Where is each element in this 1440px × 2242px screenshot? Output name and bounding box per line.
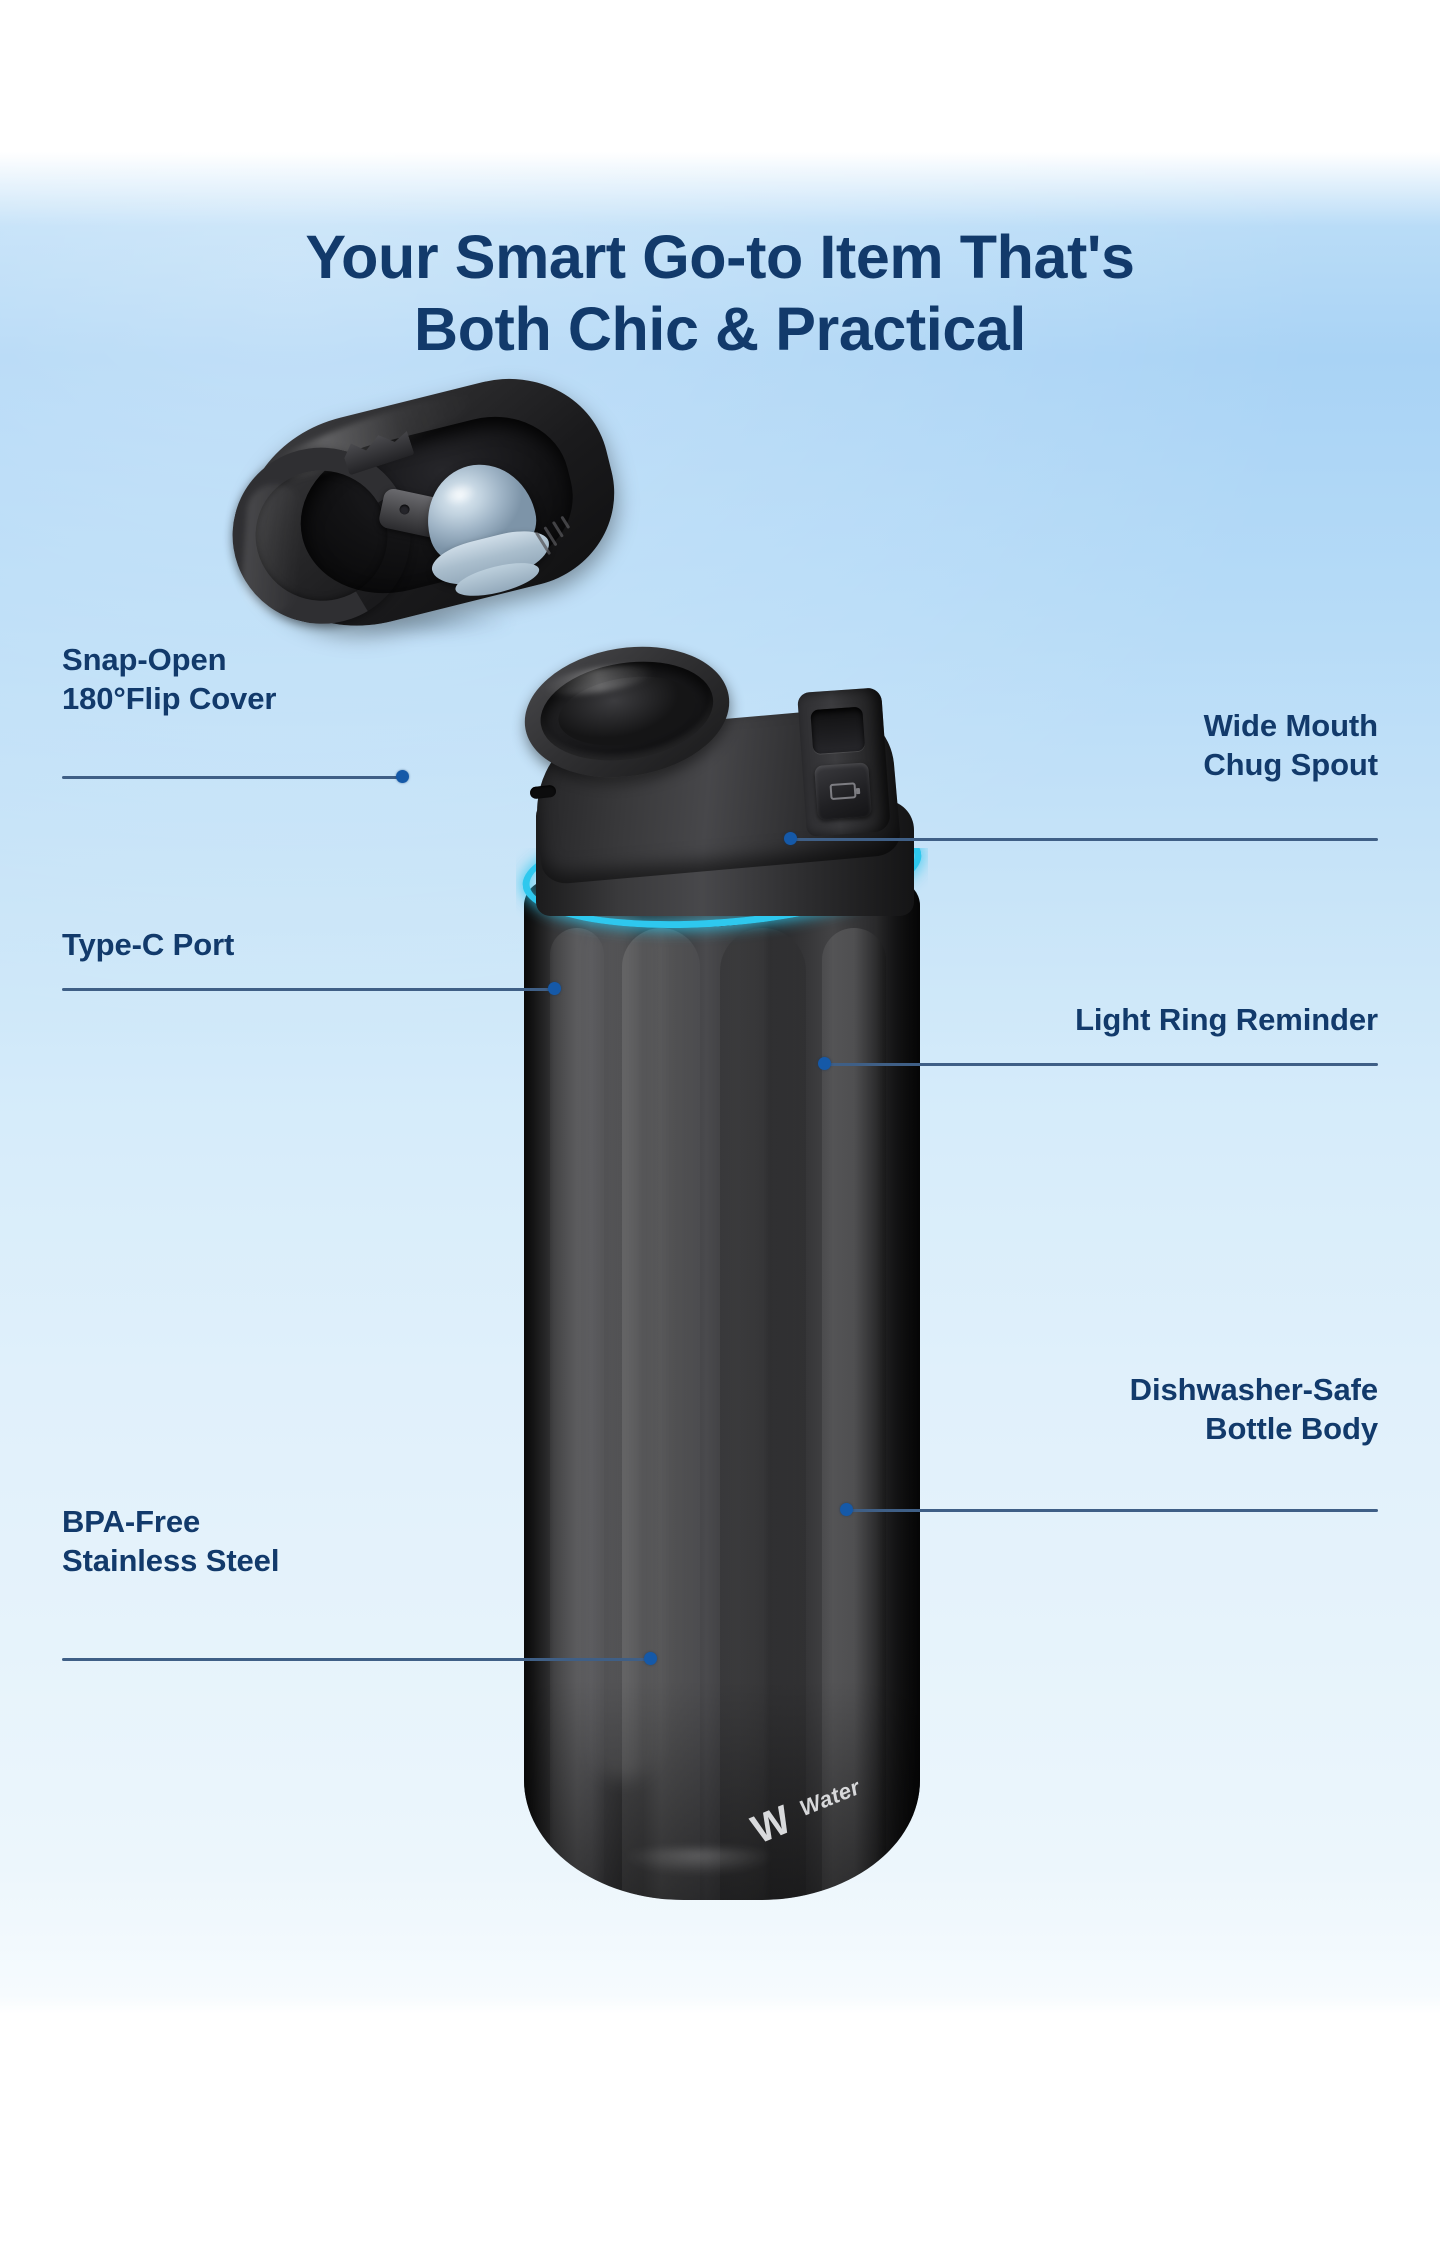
callout-line: Light Ring Reminder [1075,1002,1378,1037]
leader-line-snap-open-flip-cover [62,776,402,779]
leader-dot-type-c-port [548,982,561,995]
callout-line: Bottle Body [1205,1411,1378,1447]
callout-wide-mouth-chug-spout: Wide Mouth Chug Spout [1203,706,1378,785]
callout-line: Chug Spout [1203,747,1378,783]
leader-dot-wide-mouth-chug-spout [784,832,797,845]
leader-line-wide-mouth-chug-spout [790,838,1378,841]
headline-line-2: Both Chic & Practical [414,294,1026,363]
callout-line: 180°Flip Cover [62,681,277,717]
callout-line: Type-C Port [62,927,235,962]
leader-dot-dishwasher-safe-bottle-body [840,1503,853,1516]
callout-type-c-port: Type-C Port [62,925,234,964]
callout-light-ring-reminder: Light Ring Reminder [1075,1000,1378,1039]
leader-line-light-ring-reminder [824,1063,1378,1066]
background-gradient-panel [0,152,1440,2014]
leader-line-type-c-port [62,988,554,991]
leader-line-dishwasher-safe-bottle-body [846,1509,1378,1512]
leader-dot-snap-open-flip-cover [396,770,409,783]
leader-dot-light-ring-reminder [818,1057,831,1070]
callout-bpa-free-stainless-steel: BPA-Free Stainless Steel [62,1502,279,1581]
leader-dot-bpa-free-stainless-steel [644,1652,657,1665]
page-title: Your Smart Go-to Item That's Both Chic &… [0,222,1440,366]
callout-dishwasher-safe-bottle-body: Dishwasher-Safe Bottle Body [1130,1370,1378,1449]
callout-line: Snap-Open [62,642,227,677]
callout-line: Stainless Steel [62,1543,280,1579]
callout-line: Dishwasher-Safe [1129,1372,1378,1407]
callout-line: Wide Mouth [1203,708,1378,743]
headline-line-1: Your Smart Go-to Item That's [305,223,1135,291]
callout-line: BPA-Free [62,1504,201,1539]
callout-snap-open-flip-cover: Snap-Open 180°Flip Cover [62,640,276,719]
leader-line-bpa-free-stainless-steel [62,1658,650,1661]
